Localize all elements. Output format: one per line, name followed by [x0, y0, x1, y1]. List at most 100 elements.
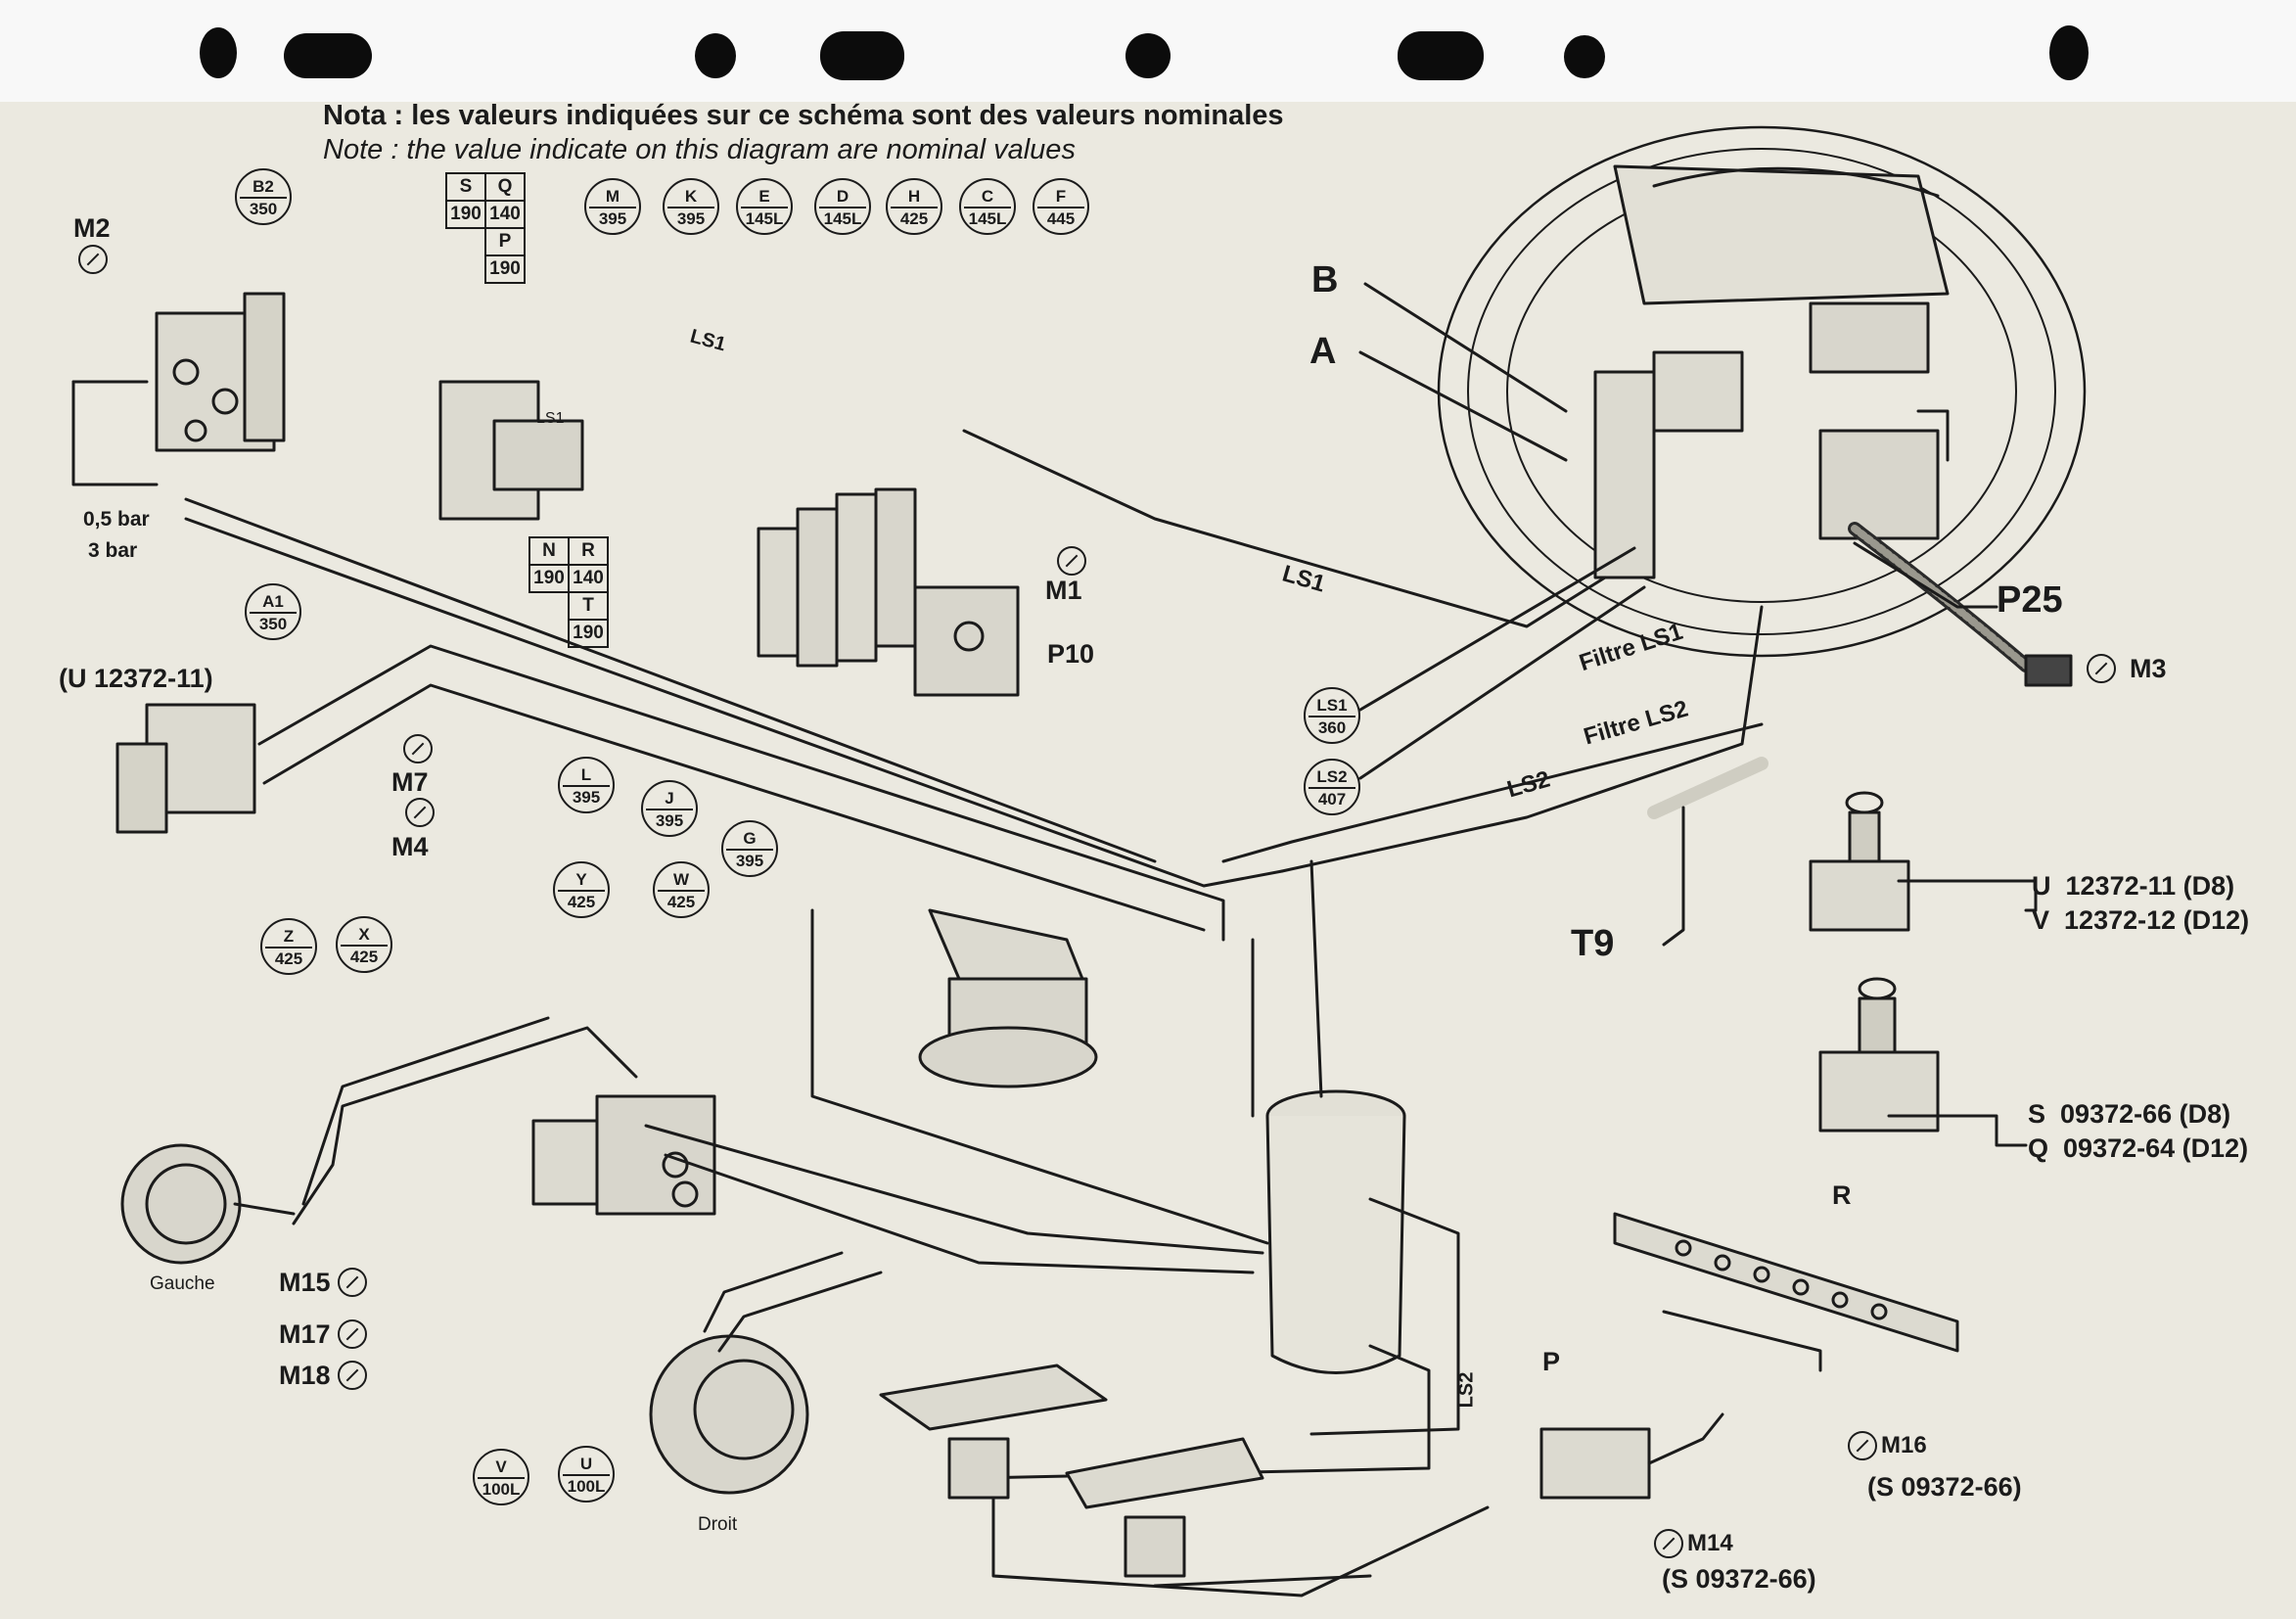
cell-s-val: 190: [445, 200, 486, 229]
label-ls1-valve: LS1: [536, 410, 565, 427]
distribution-rail: [1613, 1212, 1959, 1353]
wheel-left: [120, 1143, 296, 1265]
label-t9: T9: [1571, 923, 1615, 964]
label-bar-05: 0,5 bar: [83, 508, 150, 531]
punch-hole: [200, 27, 237, 78]
gauge-m7-icon: [403, 734, 433, 763]
punch-hole: [284, 33, 372, 78]
gauge-m1-icon: [1057, 546, 1086, 576]
label-m16: M16: [1881, 1432, 1927, 1458]
label-m1: M1: [1045, 576, 1082, 605]
label-s-m16: (S 09372-66): [1867, 1472, 2022, 1502]
gauge-m17-icon: [338, 1319, 367, 1349]
t9-sensor: [1647, 757, 1768, 819]
label-r: R: [1832, 1180, 1852, 1210]
part-q: Q 09372-64 (D12): [2028, 1133, 2249, 1163]
cell-t-val: 190: [568, 619, 609, 648]
note-french: Nota : les valeurs indiquées sur ce sché…: [323, 100, 1284, 131]
label-s-m14: (S 09372-66): [1662, 1564, 1816, 1594]
binder-strip: [0, 0, 2296, 102]
label-bar-3: 3 bar: [88, 539, 138, 562]
block-p: [1539, 1427, 1651, 1500]
gauge-m3-icon: [2087, 654, 2116, 683]
fitting-s-q: [1818, 977, 2028, 1147]
label-p: P: [1542, 1347, 1561, 1376]
gauge-m14-icon: [1654, 1529, 1683, 1558]
cell-n: N: [528, 536, 570, 566]
label-m3: M3: [2130, 654, 2167, 683]
label-gauche: Gauche: [150, 1273, 215, 1294]
fitting-u-v: [1809, 791, 2038, 932]
cell-s: S: [445, 172, 486, 202]
label-m2: M2: [73, 213, 111, 243]
valve-block-left: [115, 703, 256, 834]
label-a: A: [1309, 331, 1337, 372]
ls1-line: [962, 429, 1607, 628]
distributor-stack: [757, 487, 1020, 697]
label-m17: M17: [279, 1319, 331, 1349]
part-v: V 12372-12 (D12): [2032, 905, 2250, 935]
label-b: B: [1311, 259, 1339, 301]
label-p10: P10: [1047, 639, 1095, 669]
motor-pump-assembly: [1437, 125, 2087, 687]
gauge-m4-icon: [405, 798, 435, 827]
cell-t: T: [568, 591, 609, 621]
punch-hole: [1398, 31, 1484, 80]
label-droit: Droit: [698, 1514, 738, 1535]
brake-pedals: [879, 1364, 1264, 1578]
cell-r-val: 140: [568, 564, 609, 593]
cell-n-val: 190: [528, 564, 570, 593]
label-p25: P25: [1997, 579, 2063, 621]
gauge-m2-icon: [78, 245, 108, 274]
brake-valve: [531, 1094, 716, 1216]
part-u: U 12372-11 (D8): [2032, 871, 2235, 901]
punch-hole: [695, 33, 736, 78]
label-m4: M4: [391, 832, 429, 861]
label-u-ref: (U 12372-11): [59, 664, 213, 693]
label-ls2-vertical: LS2: [1455, 1371, 1478, 1409]
gauge-m16-icon: [1848, 1431, 1877, 1460]
part-s: S 09372-66 (D8): [2028, 1099, 2231, 1129]
pump-unit: [918, 908, 1098, 1088]
label-m15: M15: [279, 1268, 331, 1297]
label-m7: M7: [391, 767, 429, 797]
ls2-line: [1280, 605, 1764, 873]
punch-hole: [1125, 33, 1171, 78]
label-m18: M18: [279, 1361, 331, 1390]
wheel-right: [649, 1334, 809, 1495]
gauge-m15-icon: [338, 1268, 367, 1297]
hydraulic-tank: [1265, 1089, 1406, 1374]
gauge-m18-icon: [338, 1361, 367, 1390]
cell-q-val: 140: [484, 200, 526, 229]
cell-p: P: [484, 227, 526, 256]
punch-hole: [2049, 25, 2089, 80]
punch-hole: [820, 31, 904, 80]
cell-q: Q: [484, 172, 526, 202]
punch-hole: [1564, 35, 1605, 78]
cell-p-val: 190: [484, 254, 526, 284]
label-m14: M14: [1687, 1530, 1733, 1556]
